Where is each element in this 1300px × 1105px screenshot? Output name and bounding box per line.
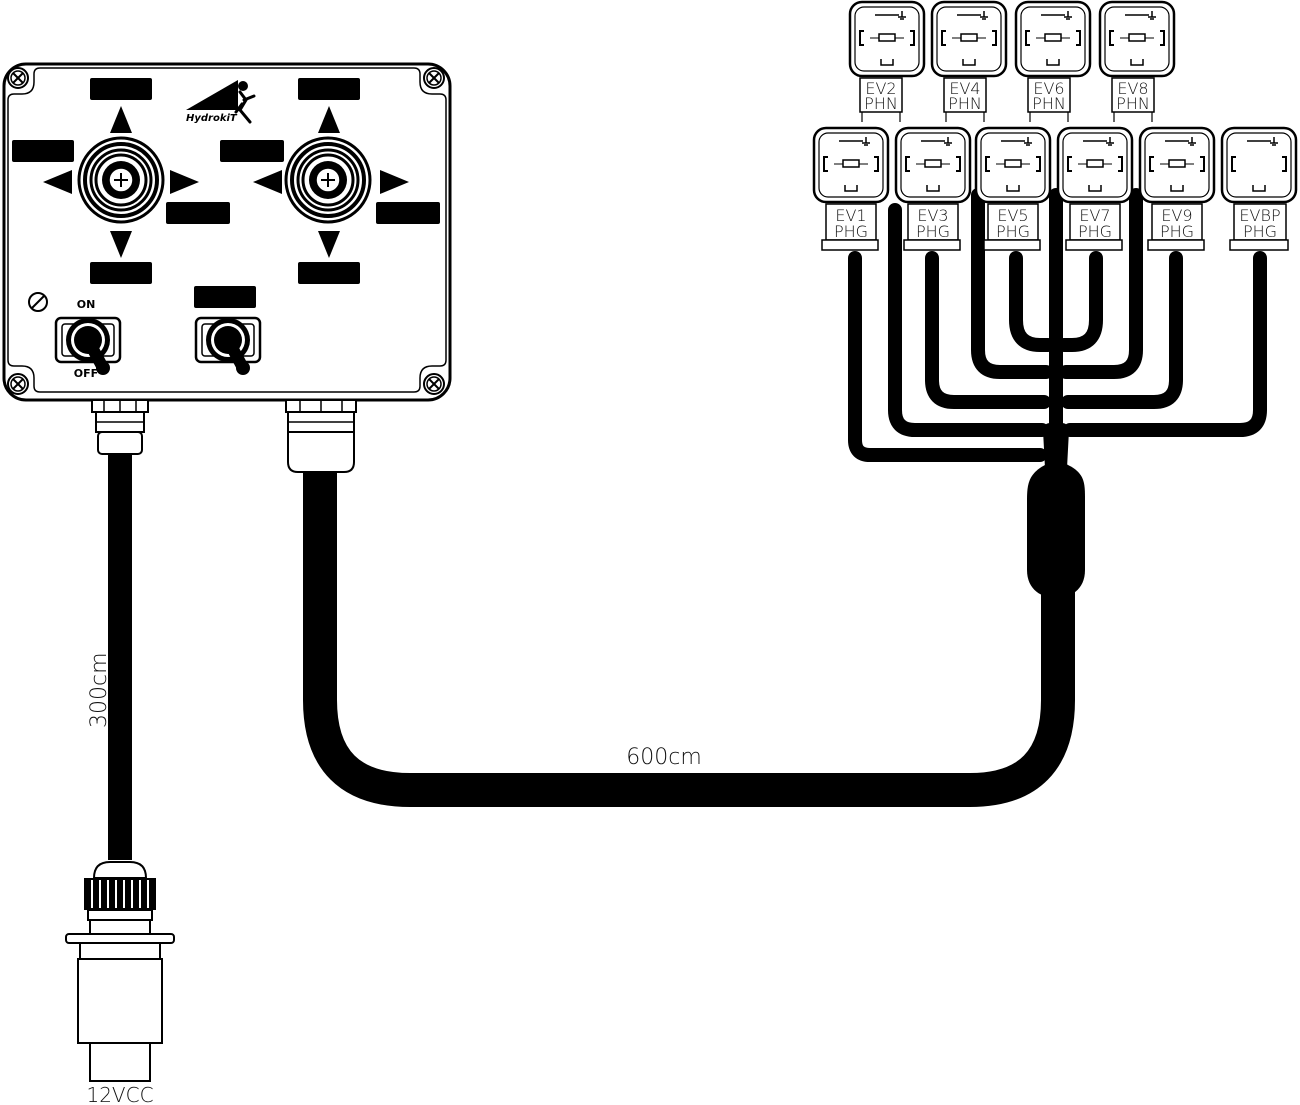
corner-screw-icon [7, 67, 29, 89]
label-plate [220, 140, 284, 162]
connector-ev3: EV3 PHG [894, 126, 972, 251]
label-plate [166, 202, 230, 224]
arrow-down-icon [318, 231, 340, 258]
connector-type-label: PHN [864, 94, 898, 113]
hydrokit-logo: HydrokiT [186, 80, 256, 124]
connector-id-label: EV2 [865, 79, 896, 98]
label-plate [194, 286, 256, 308]
joystick-left[interactable] [77, 136, 165, 224]
label-plate [376, 202, 440, 224]
joystick-right[interactable] [284, 136, 372, 224]
corner-screw-icon [423, 373, 445, 395]
main-cable-gland [285, 399, 357, 473]
power-cable-gland [91, 399, 149, 455]
connector-id-label: EV8 [1117, 79, 1148, 98]
fan-out-wires [848, 188, 1267, 477]
connector-type-label: PHN [1032, 94, 1066, 113]
connector-type-label: PHG [1243, 222, 1277, 241]
control-box: HydrokiT ON OFF [2, 62, 452, 402]
connector-type-label: PHG [1078, 222, 1112, 241]
connector-ev7: EV7 PHG [1056, 126, 1134, 251]
connector-ev9: EV9 PHG [1138, 126, 1216, 251]
connector-ev6: EV6 PHN [1014, 0, 1092, 122]
connector-id-label: EV5 [997, 206, 1028, 225]
label-plate [298, 78, 360, 100]
connector-type-label: PHG [996, 222, 1030, 241]
arrow-left-icon [253, 170, 282, 194]
connector-id-label: EV4 [949, 79, 980, 98]
label-plate [90, 262, 152, 284]
connector-ev8: EV8 PHN [1098, 0, 1176, 122]
connector-ev1: EV1 PHG [812, 126, 890, 251]
arrow-right-icon [170, 170, 199, 194]
connector-type-label: PHG [1160, 222, 1194, 241]
connector-id-label: EV1 [835, 206, 866, 225]
label-plates [12, 78, 440, 308]
corner-screw-icon [423, 67, 445, 89]
main-cable-length-label: 600cm [626, 745, 702, 770]
arrow-down-icon [110, 231, 132, 258]
connector-id-label: EV3 [917, 206, 948, 225]
logo-text: HydrokiT [186, 113, 238, 124]
arrow-up-icon [318, 106, 340, 133]
arrow-right-icon [380, 170, 409, 194]
connector-type-label: PHN [1116, 94, 1150, 113]
connector-id-label: EV9 [1161, 206, 1192, 225]
arrow-up-icon [110, 106, 132, 133]
connector-type-label: PHG [834, 222, 868, 241]
switch-on-label: ON [77, 298, 96, 311]
corner-screw-icon [7, 373, 29, 395]
connector-ev2: EV2 PHN [848, 0, 926, 122]
connector-ev4: EV4 PHN [930, 0, 1008, 122]
connector-ev5: EV5 PHG [974, 126, 1052, 251]
direction-arrows [43, 106, 409, 258]
connector-id-label: EV7 [1079, 206, 1110, 225]
label-plate [298, 262, 360, 284]
indicator-screw-icon [28, 292, 48, 312]
connector-id-label: EV6 [1033, 79, 1064, 98]
plug-voltage-label: 12VCC [86, 1083, 153, 1105]
connector-id-label: EVBP [1239, 206, 1280, 225]
12v-plug: 12VCC [65, 861, 175, 1105]
main-cable [303, 470, 1075, 807]
connector-type-label: PHG [916, 222, 950, 241]
switch-off-label: OFF [74, 367, 98, 380]
label-plate [90, 78, 152, 100]
cable-junction-sleeve [1027, 460, 1085, 598]
connector-evbp: EVBP PHG [1220, 126, 1298, 251]
arrow-left-icon [43, 170, 72, 194]
label-plate [12, 140, 74, 162]
connector-type-label: PHN [948, 94, 982, 113]
power-cable-length-label: 300cm [87, 652, 112, 728]
